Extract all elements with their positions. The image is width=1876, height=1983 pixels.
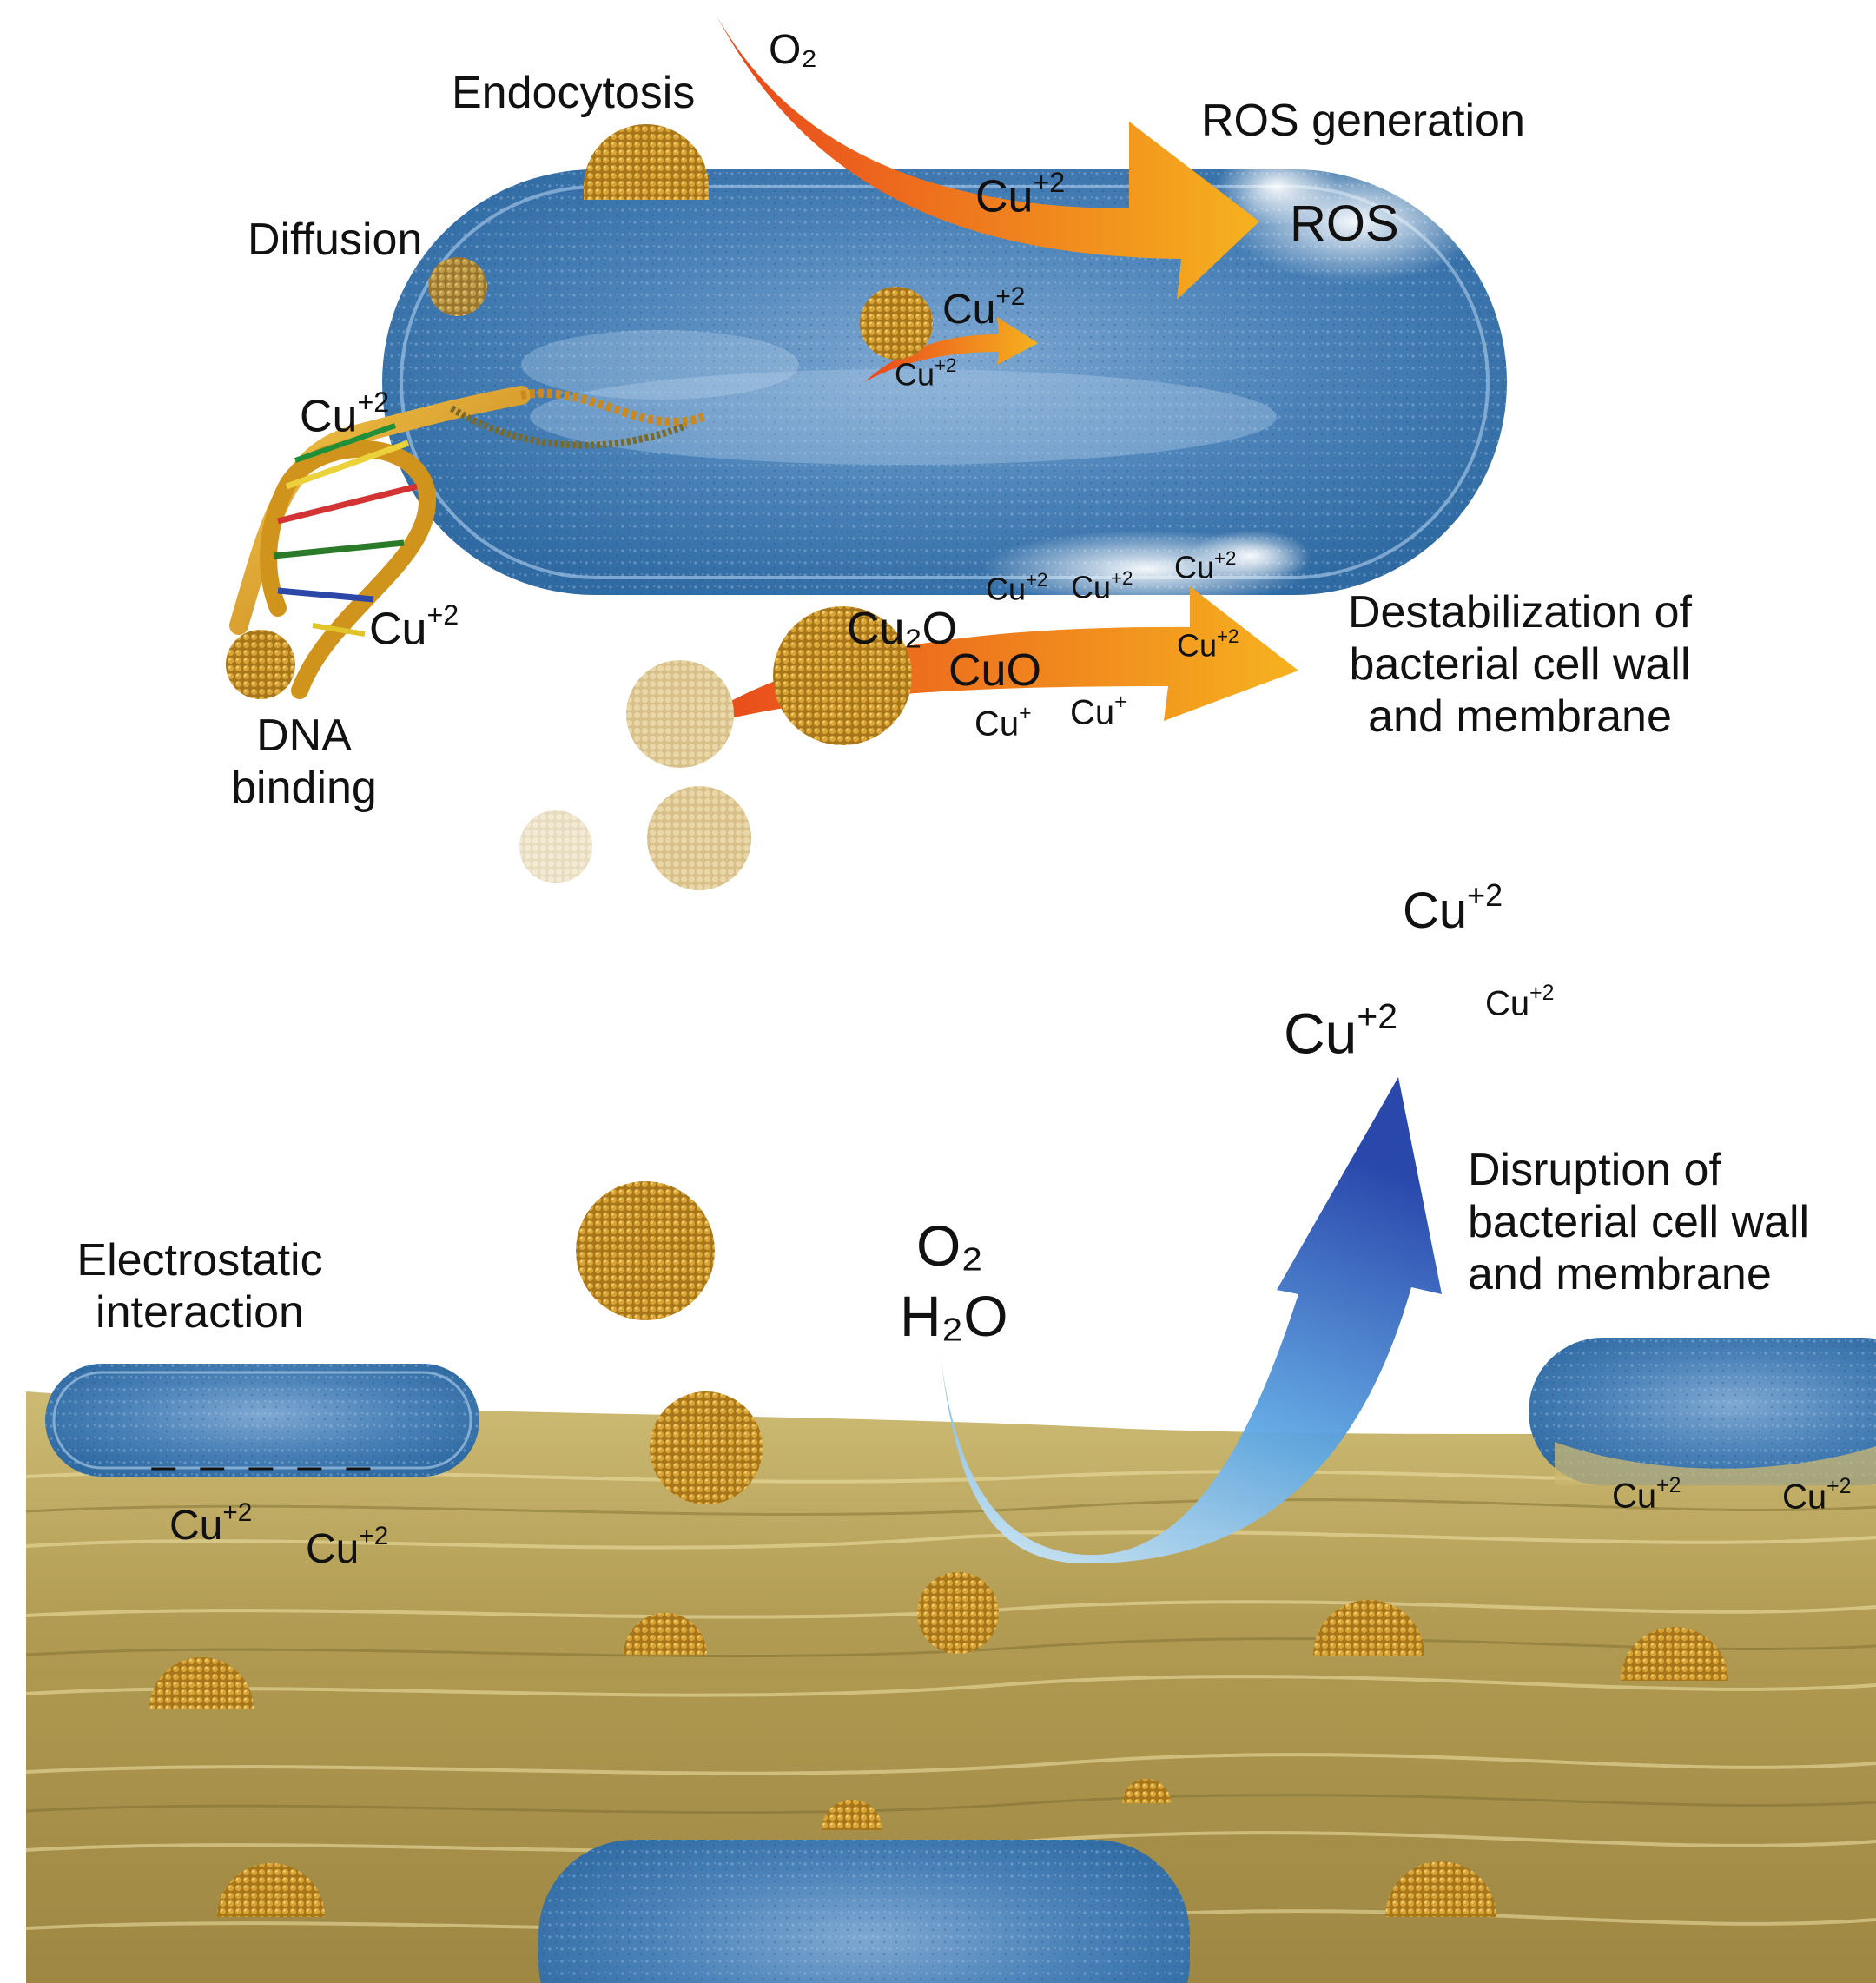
inner-cu-small-label: Cu+2 [895,354,957,393]
cu-mid-large-label: Cu+2 [1284,996,1398,1066]
bottom-right-bacterium [1529,1338,1876,1485]
negative-charges: _ _ _ _ _ [152,1425,377,1471]
ros-label: ROS [1290,195,1399,252]
right-cu-2-label: Cu+2 [1782,1475,1852,1517]
cu-top-label: Cu+2 [1403,877,1503,940]
dissolving-particle-1 [626,660,734,768]
o2-bottom-label: O₂ [916,1213,983,1278]
endocytosis-label: Endocytosis [452,68,696,118]
bottom-center-bacterium [538,1840,1190,1983]
cuo-label: CuO [948,645,1041,696]
dna-helix [229,386,705,699]
dna-binding-label: DNA binding [231,711,377,813]
top-nanoparticles [226,124,933,890]
ros-arrow-cu-label: Cu+2 [975,167,1066,222]
inner-particle [860,287,933,360]
dna-cu-top-label: Cu+2 [300,387,390,442]
membrane-cloud [981,530,1311,608]
top-bacterium [382,169,1507,595]
endocytosis-particle [584,124,709,200]
dissolving-particle-3 [519,810,592,883]
cu-plus-2-label: Cu+ [1070,691,1127,732]
cu-plus-1-label: Cu+ [974,702,1032,744]
ros-generation-label: ROS generation [1201,96,1525,146]
membrane-cu-3-label: Cu+2 [1174,547,1237,585]
left-cu-2-label: Cu+2 [306,1522,389,1572]
bottom-left-bacterium [45,1364,479,1477]
dissolving-particle-2 [647,786,751,890]
large-particle [773,606,912,745]
cu-mid-small-label: Cu+2 [1485,982,1555,1023]
destabilization-label: Destabilization of bacterial cell wall a… [1348,587,1692,742]
membrane-cu-4-label: Cu+2 [1177,625,1239,664]
cu2o-label: Cu₂O [847,604,958,654]
ros-cloud [1216,148,1485,282]
diffusion-label: Diffusion [248,215,423,265]
substrate [25,1391,1876,1983]
diffusion-particle [428,257,487,316]
disruption-arrow [940,1077,1442,1563]
disruption-label: Disruption of bacterial cell wall and me… [1468,1145,1810,1299]
membrane-cu-2-label: Cu+2 [1071,567,1133,605]
electrostatic-label: Electrostatic interaction [76,1235,323,1338]
left-cu-1-label: Cu+2 [169,1498,253,1549]
h2o-label: H₂O [900,1284,1008,1348]
o2-top-label: O₂ [769,27,817,73]
dna-cu-bottom-label: Cu+2 [369,599,459,655]
ros-arrow [717,16,1259,300]
inner-cu-large-label: Cu+2 [942,282,1026,333]
bottom-nanoparticles [149,1181,1728,1917]
right-cu-1-label: Cu+2 [1612,1474,1681,1516]
membrane-cu-1-label: Cu+2 [986,569,1048,607]
dna-particle [226,630,295,699]
inner-arrow [864,317,1038,382]
